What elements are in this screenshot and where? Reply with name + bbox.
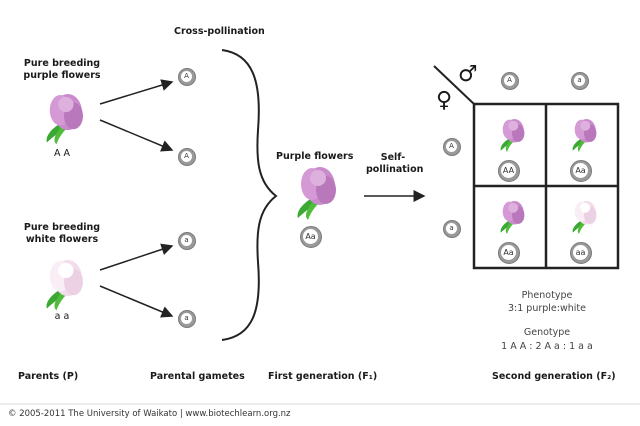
punnett-flower-icon-1 <box>500 118 525 152</box>
punnett-cell-1-genotype: AA <box>498 160 520 182</box>
gamete-bottom-2: a <box>178 310 196 328</box>
male-gamete-2: a <box>571 72 589 90</box>
gamete-top-2: A <box>178 148 196 166</box>
gamete-top-1: A <box>178 68 196 86</box>
female-gamete-2: a <box>443 220 461 238</box>
gamete-bottom-1: a <box>178 232 196 250</box>
parent-white-genotype: a a <box>54 311 70 322</box>
arrow-purple-gamete-2 <box>99 119 174 152</box>
phenotype-title: Phenotype <box>521 290 573 301</box>
cross-pollination-label: Cross-pollination <box>174 26 265 37</box>
male-symbol: ♂ <box>458 62 478 87</box>
arrow-purple-gamete-1 <box>99 79 174 105</box>
stage-label-f1: First generation (F₁) <box>268 371 378 382</box>
white-flower-icon <box>46 260 83 311</box>
cross-pollination-brace <box>221 49 278 341</box>
female-symbol: ♀ <box>436 88 453 113</box>
punnett-cell-3-genotype: Aa <box>498 242 520 264</box>
genotype-ratio: 1 A A : 2 A a : 1 a a <box>501 341 593 352</box>
f1-purple-flower-icon <box>297 167 336 220</box>
male-gamete-1: A <box>501 72 519 90</box>
punnett-flower-icon-4 <box>572 200 597 234</box>
genotype-title: Genotype <box>523 327 571 338</box>
purple-flower-icon <box>46 94 83 145</box>
female-gamete-1: A <box>443 138 461 156</box>
self-pollination-label: Self-pollination <box>366 152 424 175</box>
stage-label-gametes: Parental gametes <box>150 371 245 382</box>
punnett-flower-icon-3 <box>500 200 525 234</box>
f1-label: Purple flowers <box>276 151 354 162</box>
arrow-white-gamete-1 <box>99 243 174 271</box>
punnett-flower-icon-2 <box>572 118 597 152</box>
punnett-cell-2-genotype: Aa <box>570 160 592 182</box>
copyright-footer: © 2005-2011 The University of Waikato | … <box>8 409 291 419</box>
punnett-cell-4-genotype: aa <box>570 242 592 264</box>
stage-label-parents: Parents (P) <box>18 371 79 382</box>
parent-purple-label: Pure breeding purple flowers <box>23 58 101 81</box>
parent-purple-genotype: A A <box>53 148 71 159</box>
f1-genotype-badge: Aa <box>300 226 322 248</box>
parent-white-label: Pure breeding white flowers <box>23 222 101 245</box>
arrow-white-gamete-2 <box>99 285 174 318</box>
punnett-diagonal <box>433 65 475 105</box>
phenotype-ratio: 3:1 purple:white <box>508 303 586 314</box>
stage-label-f2: Second generation (F₂) <box>492 371 616 382</box>
